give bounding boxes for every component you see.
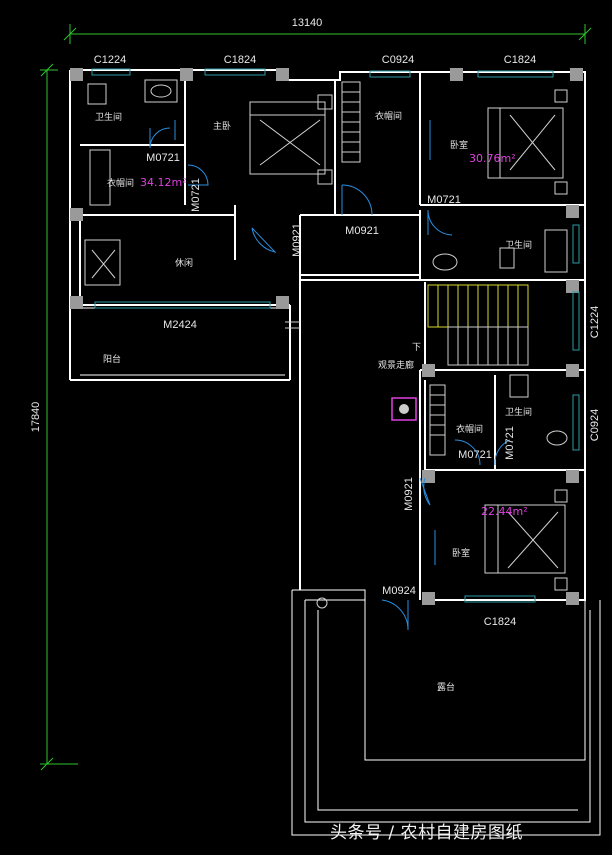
room-bedroom-2: 卧室 xyxy=(452,547,470,559)
room-terrace: 露台 xyxy=(437,681,455,693)
window-labels: C1224 C1824 C0924 C1824 C1224 C0924 C182… xyxy=(94,54,601,628)
door-label-m0921-hall: M0921 xyxy=(345,225,379,237)
door-lounge xyxy=(251,227,277,253)
toilet-3 xyxy=(509,374,529,398)
window-c0924-closet xyxy=(369,70,411,78)
column xyxy=(566,470,579,483)
dimension-lines xyxy=(40,24,592,771)
column xyxy=(70,208,83,221)
door-label-m0721-closet2: M0721 xyxy=(458,449,492,461)
column xyxy=(422,364,435,377)
lounge-chair xyxy=(84,239,121,286)
column xyxy=(450,68,463,81)
room-closet-1: 衣帽间 xyxy=(375,110,402,122)
area-labels: 30.76m² 34.12m² 22.44m² xyxy=(140,152,528,518)
window-label-c0924-closet: C0924 xyxy=(382,54,414,66)
structural-columns xyxy=(70,68,583,605)
door-label-m0721-bath2: M0721 xyxy=(504,426,516,460)
door-label-m0721-closet: M0721 xyxy=(190,178,202,212)
room-master-bedroom: 主卧 xyxy=(213,120,231,132)
sink xyxy=(144,79,178,103)
door-label-m0924-terrace: M0924 xyxy=(382,585,416,597)
toilet-2 xyxy=(499,247,515,269)
overall-depth-label: 17840 xyxy=(30,402,42,433)
overall-width-label: 13140 xyxy=(292,17,323,29)
window-label-c1224-top: C1224 xyxy=(94,54,126,66)
door-label-m0921-bedroom2: M0921 xyxy=(403,477,415,511)
column xyxy=(180,68,193,81)
column xyxy=(566,592,579,605)
stair-direction: 下 xyxy=(412,343,421,353)
column xyxy=(566,205,579,218)
door-bedroom-1 xyxy=(427,209,453,236)
sink-2 xyxy=(432,253,458,271)
window-label-c1824-bedroom: C1824 xyxy=(504,54,536,66)
fixtures xyxy=(84,79,568,609)
door-label-m0721-bedroom: M0721 xyxy=(427,194,461,206)
door-label-m0721-bath: M0721 xyxy=(146,152,180,164)
column xyxy=(570,68,583,81)
window-label-m2424: M2424 xyxy=(163,319,197,331)
terrace-outline xyxy=(291,589,601,836)
room-corridor: 观景走廊 xyxy=(378,359,414,371)
area-bedroom-1: 30.76m² xyxy=(469,152,516,165)
window-c1824-master xyxy=(204,68,266,76)
staircase xyxy=(427,284,529,328)
window-bath-right xyxy=(572,224,580,264)
area-bedroom-2: 22.44m² xyxy=(481,505,528,518)
sink-3 xyxy=(546,430,568,446)
window-c1224-right xyxy=(572,291,580,351)
column xyxy=(70,296,83,309)
window-m2424 xyxy=(94,301,271,309)
door-hall xyxy=(341,184,373,216)
room-bathroom-1: 卫生间 xyxy=(95,111,122,123)
door-label-m0921-lounge: M0921 xyxy=(291,223,303,257)
window-c1824-bottom xyxy=(464,595,536,603)
column xyxy=(566,280,579,293)
column xyxy=(422,470,435,483)
area-master-suite: 34.12m² xyxy=(140,176,187,189)
doors xyxy=(149,120,511,631)
door-terrace xyxy=(381,599,409,631)
window-c0924-right xyxy=(572,394,580,451)
shower xyxy=(544,229,568,273)
door-bath-1 xyxy=(149,127,171,149)
door-labels: M0721 M0721 M0921 M0921 M0721 M0721 M072… xyxy=(146,152,516,597)
window-label-c1824-bottom: C1824 xyxy=(484,616,516,628)
door-closet-master xyxy=(187,164,209,186)
window-label-c0924-right: C0924 xyxy=(589,409,601,441)
room-labels: 卫生间 主卧 衣帽间 卧室 衣帽间 休闲 卫生间 阳台 观景走廊 下 衣帽间 卫… xyxy=(95,110,532,693)
stair-lower-flight xyxy=(447,326,529,366)
column xyxy=(276,68,289,81)
plant-pot xyxy=(391,397,417,421)
door-closet-2 xyxy=(454,439,481,466)
column xyxy=(422,592,435,605)
room-closet-master: 衣帽间 xyxy=(107,177,134,189)
door-bath-3 xyxy=(494,439,511,466)
bedroom-1-bed xyxy=(487,107,564,179)
room-closet-2: 衣帽间 xyxy=(456,423,483,435)
column xyxy=(276,296,289,309)
column xyxy=(70,68,83,81)
room-balcony: 阳台 xyxy=(103,353,121,365)
master-bed xyxy=(249,101,326,175)
window-c1824-bedroom xyxy=(477,70,554,78)
window-c1224-top xyxy=(91,68,131,76)
column xyxy=(566,364,579,377)
watermark-text: 头条号 / 农村自建房图纸 xyxy=(330,823,524,843)
window-label-c1824-master: C1824 xyxy=(224,54,256,66)
room-bathroom-3: 卫生间 xyxy=(505,406,532,418)
window-label-c1224-right: C1224 xyxy=(589,306,601,338)
bedroom-2-bed xyxy=(484,504,566,574)
room-bedroom-1: 卧室 xyxy=(450,139,468,151)
room-lounge: 休闲 xyxy=(175,257,193,269)
toilet xyxy=(87,83,107,105)
windows xyxy=(91,68,580,603)
room-bathroom-2: 卫生间 xyxy=(505,239,532,251)
